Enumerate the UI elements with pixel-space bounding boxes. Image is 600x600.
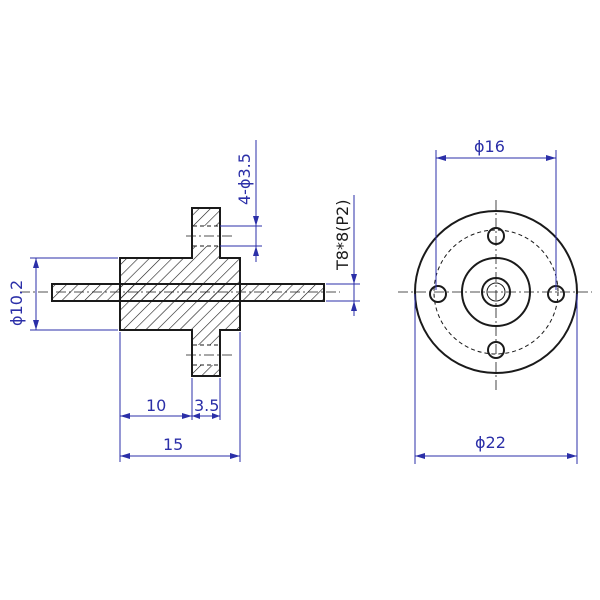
dim-phi-10-2-label: ϕ10.2 — [7, 280, 26, 326]
dim-thread-spec-label: T8*8(P2) — [333, 200, 352, 271]
front-view: ϕ16 ϕ22 — [398, 137, 592, 464]
dim-thread-spec: T8*8(P2) — [326, 195, 360, 316]
bolt-pitch-circle — [433, 229, 559, 355]
nut-body-circle — [461, 257, 531, 327]
dim-phi-16-label: ϕ16 — [474, 137, 505, 156]
dim-len-3-5-label: 3.5 — [194, 396, 219, 415]
dim-phi-22: ϕ22 — [414, 294, 578, 464]
thread-bore-inner — [486, 282, 506, 302]
dim-hole-spec: 4-ϕ3.5 — [220, 140, 262, 262]
flange-outer-circle — [414, 210, 578, 374]
dim-len-10-label: 10 — [146, 396, 166, 415]
dim-len-15-label: 15 — [163, 435, 183, 454]
lead-screw-section — [51, 283, 325, 302]
dim-len-10: 10 — [120, 396, 192, 419]
bolt-hole-top — [487, 227, 505, 245]
bolt-hole-bottom — [487, 341, 505, 359]
dim-phi-10-2: ϕ10.2 — [7, 257, 118, 331]
dim-phi-22-label: ϕ22 — [475, 433, 506, 452]
dim-len-3-5: 3.5 — [192, 396, 220, 419]
side-view: ϕ10.2 4-ϕ3.5 T8*8(P2) — [7, 140, 360, 462]
dim-len-15: 15 — [120, 435, 240, 459]
dim-phi-16: ϕ16 — [435, 137, 557, 290]
dim-hole-spec-label: 4-ϕ3.5 — [235, 153, 254, 205]
thread-bore-outer — [481, 277, 511, 307]
bolt-hole-left — [429, 285, 447, 303]
